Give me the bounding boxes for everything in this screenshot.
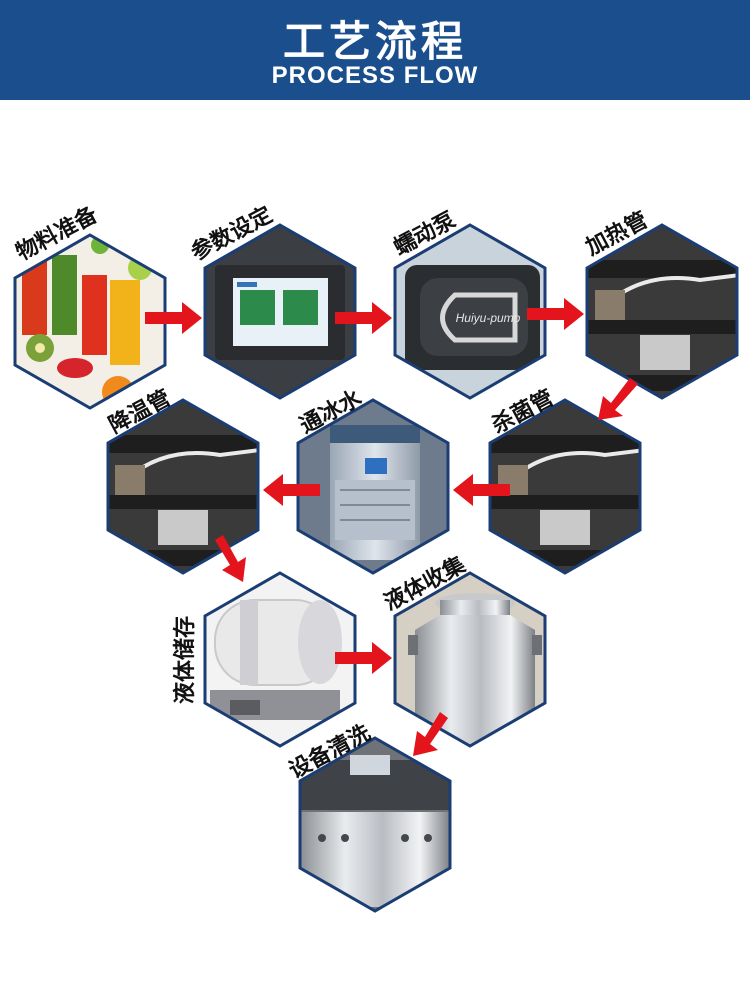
step-liquid-storage-image <box>203 571 357 748</box>
arrow-5-6 <box>263 474 320 506</box>
step-equipment-cleaning-image <box>298 736 452 913</box>
header-banner: 工艺流程 PROCESS FLOW <box>0 0 750 100</box>
step-parameter-setting-image <box>203 223 357 400</box>
arrow-4-5 <box>453 474 510 506</box>
arrow-3-4 <box>598 378 638 420</box>
arrow-7-8 <box>335 642 392 674</box>
flow-arrows <box>145 298 638 756</box>
step-material-prep-image <box>13 233 167 410</box>
step-heating-tube-image <box>585 223 739 400</box>
step-label-liquid-storage: 液体储存 <box>172 616 198 704</box>
page-subtitle: PROCESS FLOW <box>271 62 479 89</box>
arrow-2-3 <box>527 298 584 330</box>
arrow-6-7 <box>215 535 246 582</box>
step-cooling-tube-image <box>106 398 260 575</box>
step-liquid-collection-image <box>393 571 547 748</box>
arrow-8-9 <box>413 712 448 756</box>
page-title: 工艺流程 <box>282 17 467 66</box>
arrow-0-1 <box>145 302 202 334</box>
step-ice-water-image <box>296 398 450 575</box>
arrow-1-2 <box>335 302 392 334</box>
step-peristaltic-pump-image: Huiyu-pump <box>393 223 547 400</box>
pump-brand-text: Huiyu-pump <box>456 311 521 325</box>
